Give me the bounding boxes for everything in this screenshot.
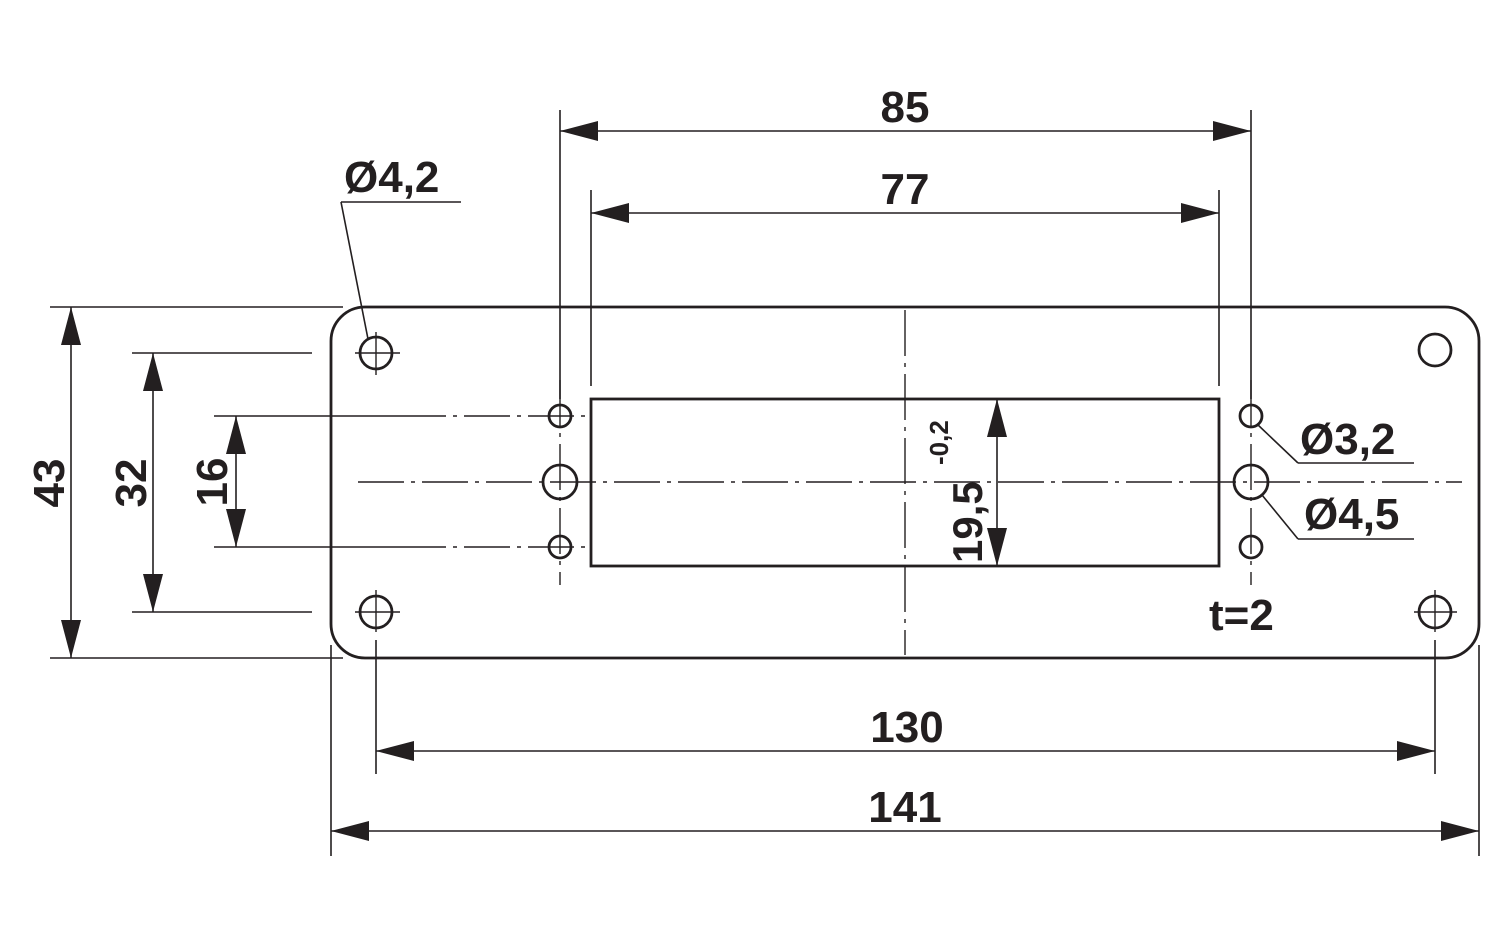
dimension-43-label: 43 (25, 459, 74, 508)
dimension-130-label: 130 (870, 703, 943, 752)
dimension-85-label: 85 (881, 83, 930, 132)
plate-outline (329, 305, 1481, 660)
callout-medium-hole-label: Ø4,5 (1304, 490, 1399, 539)
callout-small-hole: Ø3,2 (1256, 415, 1414, 464)
dimension-77: 77 (591, 165, 1219, 223)
thickness-label: t=2 (1209, 591, 1274, 640)
dimension-141-label: 141 (868, 783, 941, 832)
dimension-16: 16 (188, 416, 246, 547)
dimension-77-label: 77 (881, 165, 930, 214)
corner-hole-top-right (1417, 332, 1453, 368)
dimension-16-label: 16 (188, 458, 237, 507)
dimension-32: 32 (107, 353, 163, 612)
dimension-32-label: 32 (107, 459, 156, 508)
callout-small-hole-label: Ø3,2 (1300, 415, 1395, 464)
callout-medium-hole: Ø4,5 (1261, 490, 1414, 540)
extension-lines (50, 110, 1480, 856)
dimension-141: 141 (331, 783, 1479, 841)
callout-corner-hole-label: Ø4,2 (344, 153, 439, 202)
callout-corner-hole: Ø4,2 (340, 153, 461, 340)
dimension-43: 43 (25, 307, 81, 658)
dimension-130: 130 (376, 703, 1435, 761)
dimension-19-5: 19,5 -0,2 (924, 399, 1007, 566)
dimension-19-5-label: 19,5 (944, 481, 991, 563)
dimension-19-5-tolerance: -0,2 (924, 420, 954, 465)
dimension-85: 85 (560, 83, 1251, 141)
center-lines (355, 310, 1462, 655)
